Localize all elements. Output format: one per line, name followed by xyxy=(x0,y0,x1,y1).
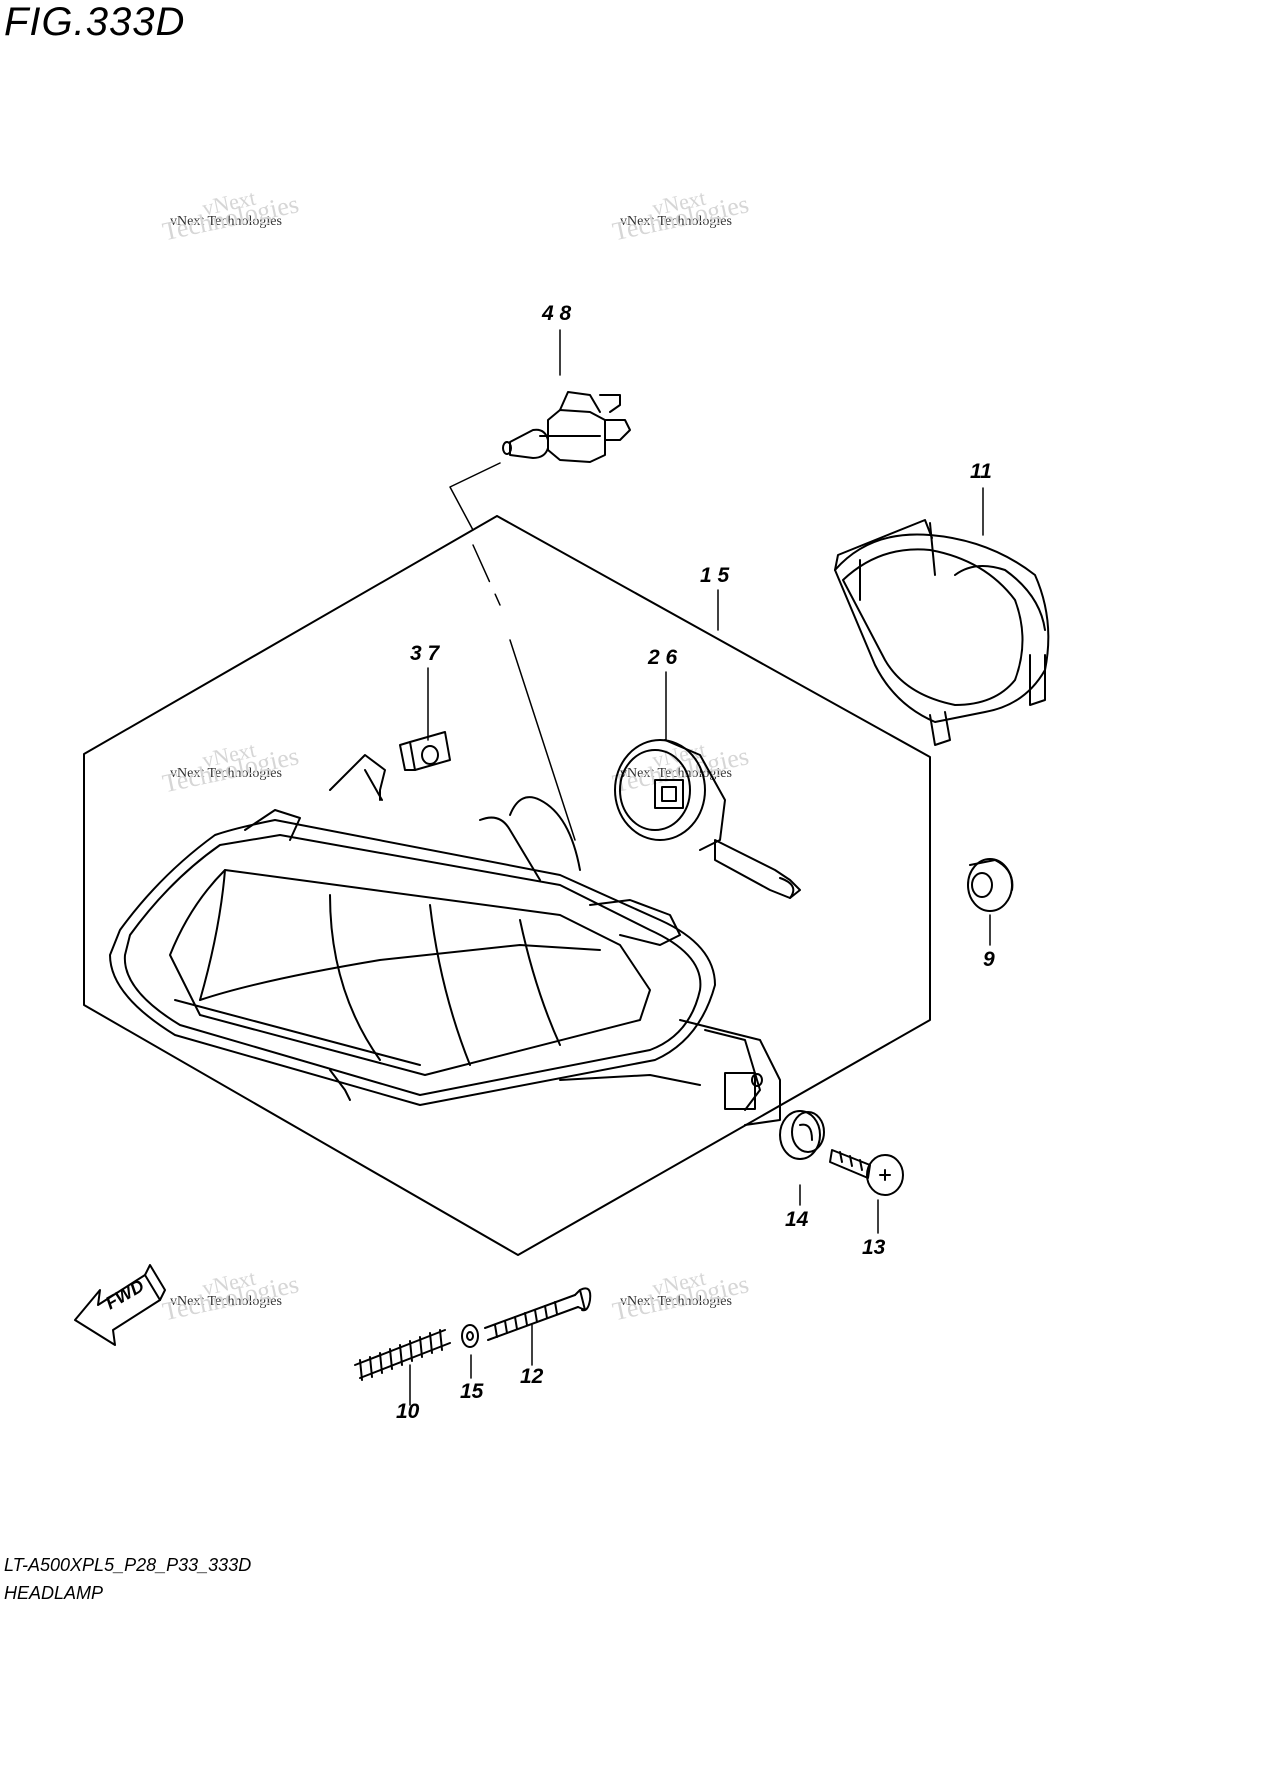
callout-12: 12 xyxy=(520,1365,544,1388)
callout-48: 4 8 xyxy=(542,302,572,325)
leader-lines xyxy=(409,329,991,1406)
figure-title: FIG.333D xyxy=(4,0,186,44)
screw xyxy=(829,1149,904,1196)
callout-26: 2 6 xyxy=(648,646,678,669)
headlamp-lens-assembly xyxy=(109,754,781,1126)
callout-37: 3 7 xyxy=(410,642,440,665)
bracket-clip xyxy=(399,731,451,771)
callout-10: 10 xyxy=(396,1400,420,1423)
headlamp-bulb xyxy=(502,391,631,463)
assembly-boundary xyxy=(83,515,931,1256)
callout-14: 14 xyxy=(785,1208,809,1231)
headlamp-housing-ring xyxy=(834,519,1050,746)
callout-11: 11 xyxy=(970,460,992,483)
section-name: HEADLAMP xyxy=(4,1583,104,1603)
callout-15-assembly: 1 5 xyxy=(700,564,730,587)
adjusting-bolt xyxy=(484,1287,592,1341)
callout-9: 9 xyxy=(983,948,995,971)
washer xyxy=(461,1324,479,1348)
adjuster-spring xyxy=(354,1329,451,1381)
rubber-grommet xyxy=(967,858,1014,912)
callout-15: 15 xyxy=(460,1380,484,1403)
model-code: LT-A500XPL5_P28_P33_333D xyxy=(4,1555,252,1575)
cap-nut xyxy=(779,1110,825,1160)
callout-13: 13 xyxy=(862,1236,886,1259)
forward-direction-arrow xyxy=(74,1264,166,1346)
bulb-socket xyxy=(614,739,801,899)
